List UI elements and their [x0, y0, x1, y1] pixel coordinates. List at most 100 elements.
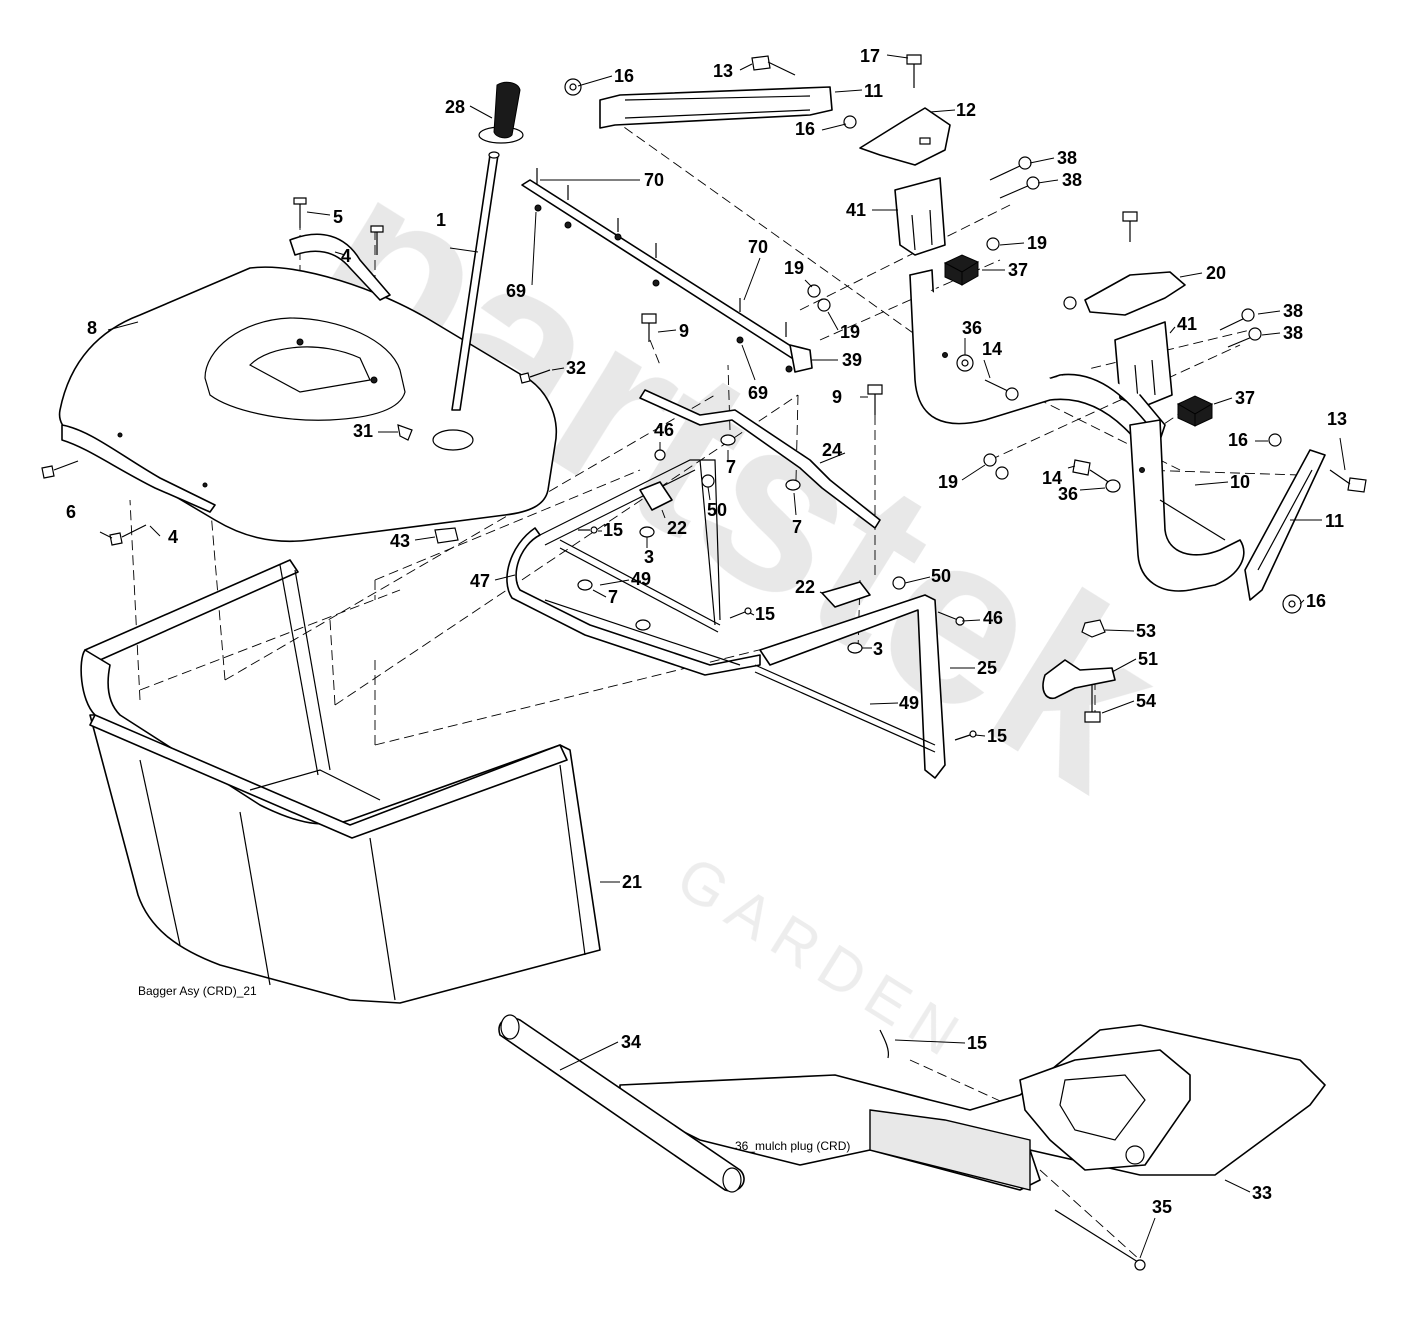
callout-label-3: 3: [644, 547, 654, 567]
watermark-sub: GARDEN: [666, 844, 980, 1075]
callout-leader-70: [743, 257, 761, 301]
callout-label-15: 15: [603, 520, 623, 540]
callout-label-39: 39: [842, 350, 862, 370]
callout-leader-32: [551, 367, 565, 371]
callout-leader-22: [661, 509, 666, 519]
callout-label-10: 10: [1230, 472, 1250, 492]
callout-label-54: 54: [1136, 691, 1156, 711]
callout-leader-37: [1213, 397, 1233, 405]
bracket-part-11-top: [599, 86, 833, 129]
callout-leader-16: [577, 75, 613, 87]
callout-label-28: 28: [445, 97, 465, 117]
callout-leader-9: [657, 329, 677, 333]
callout-leader-34: [559, 1041, 619, 1071]
callout-leader-14: [983, 359, 991, 379]
callout-label-9: 9: [679, 321, 689, 341]
callout-leader-1: [449, 247, 479, 253]
bracket-part-22: [639, 481, 871, 608]
callout-leader-11: [834, 89, 863, 93]
callout-label-7: 7: [608, 587, 618, 607]
bracket-part-12: [859, 107, 951, 166]
callout-label-16: 16: [1306, 591, 1326, 611]
callout-label-31: 31: [353, 421, 373, 441]
bagger-caption: Bagger Asy (CRD)_21: [138, 984, 257, 998]
callout-label-17: 17: [860, 46, 880, 66]
callout-label-7: 7: [726, 457, 736, 477]
frame-part-47: [506, 459, 761, 676]
plug-part-43: [434, 527, 459, 544]
callout-leader-36: [1079, 487, 1106, 491]
callout-label-38: 38: [1283, 323, 1303, 343]
mulch-plug-part-33: [619, 1024, 1326, 1191]
callout-leader-16: [1299, 599, 1305, 605]
callout-label-14: 14: [982, 339, 1002, 359]
callout-label-13: 13: [713, 61, 733, 81]
callout-leader-50: [904, 576, 931, 584]
callout-label-19: 19: [938, 472, 958, 492]
callout-leader-14: [1067, 465, 1076, 469]
callout-label-36: 36: [1058, 484, 1078, 504]
callout-leader-8: [107, 321, 139, 331]
callout-label-37: 37: [1008, 260, 1028, 280]
callout-leader-12: [929, 109, 956, 113]
callout-label-46: 46: [654, 420, 674, 440]
callout-leader-49: [599, 579, 630, 586]
callout-label-53: 53: [1136, 621, 1156, 641]
callout-label-25: 25: [977, 658, 997, 678]
callout-leader-47: [494, 574, 516, 581]
callout-label-16: 16: [1228, 430, 1248, 450]
callout-leader-10: [1194, 481, 1229, 486]
callout-leader-7: [793, 492, 797, 516]
tube-part-34: [498, 1014, 745, 1193]
callout-label-20: 20: [1206, 263, 1226, 283]
callout-leader-4: [334, 251, 346, 256]
callout-label-19: 19: [840, 322, 860, 342]
callout-leader-46: [961, 619, 981, 622]
callout-label-35: 35: [1152, 1197, 1172, 1217]
callout-label-4: 4: [168, 527, 178, 547]
callout-leader-28: [469, 105, 493, 119]
callout-label-69: 69: [506, 281, 526, 301]
callout-label-69: 69: [748, 383, 768, 403]
lid-rod-part-1: [451, 151, 500, 411]
callout-leader-15: [894, 1039, 966, 1044]
callout-label-12: 12: [956, 100, 976, 120]
bracket-part-11-right: [1244, 449, 1326, 601]
callout-label-1: 1: [436, 210, 446, 230]
callout-label-49: 49: [631, 569, 651, 589]
callout-label-6: 6: [66, 502, 76, 522]
callout-label-49: 49: [899, 693, 919, 713]
bracket-part-20: [1084, 271, 1186, 316]
callout-leader-38: [1037, 179, 1059, 184]
callout-label-21: 21: [622, 872, 642, 892]
callout-label-37: 37: [1235, 388, 1255, 408]
callout-label-22: 22: [667, 518, 687, 538]
callout-label-41: 41: [1177, 314, 1197, 334]
bar-part-69: [521, 179, 813, 373]
callout-label-41: 41: [846, 200, 866, 220]
frame-part-10: [909, 269, 1245, 592]
callout-leader-54: [1101, 700, 1135, 714]
callout-leader-43: [414, 536, 436, 541]
callout-label-15: 15: [967, 1033, 987, 1053]
callout-label-70: 70: [644, 170, 664, 190]
callout-leader-7: [592, 589, 607, 598]
lid-handle-part-4: [61, 233, 391, 513]
callout-label-5: 5: [333, 207, 343, 227]
callout-leader-35: [1139, 1217, 1156, 1259]
rod-part-49: [544, 539, 936, 753]
callout-leader-24: [819, 452, 846, 464]
callout-label-7: 7: [792, 517, 802, 537]
callout-label-8: 8: [87, 318, 97, 338]
bag-part-21: [80, 559, 601, 1004]
callout-label-15: 15: [755, 604, 775, 624]
grip-part-28: [478, 81, 524, 144]
callout-label-24: 24: [822, 440, 842, 460]
callout-leader-49: [869, 702, 899, 705]
callout-label-46: 46: [983, 608, 1003, 628]
callout-leader-13: [1339, 437, 1346, 471]
callout-leader-41: [1169, 326, 1176, 334]
callout-label-34: 34: [621, 1032, 641, 1052]
callout-label-3: 3: [873, 639, 883, 659]
